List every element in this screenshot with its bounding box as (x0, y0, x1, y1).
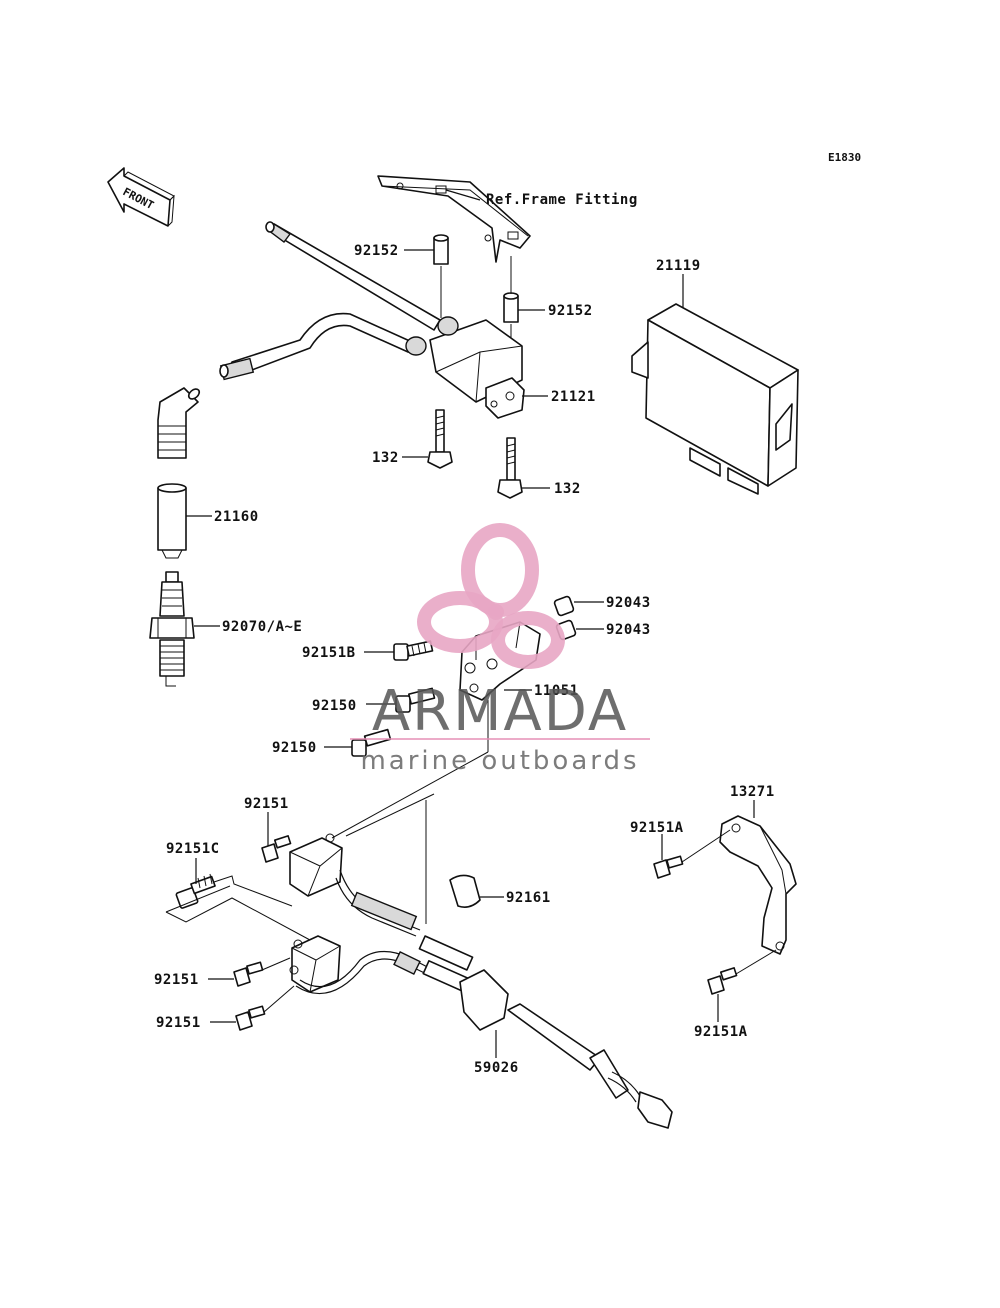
pickup-coil-block-upper (289, 833, 343, 897)
bolt-92150-top (395, 687, 436, 713)
label-92151C: 92151C (166, 841, 220, 857)
bolt-92151A-bottom (707, 967, 738, 995)
stud-92151C (175, 873, 216, 909)
label-92152-lower: 92152 (548, 303, 593, 319)
ref-frame-note: Ref.Frame Fitting (486, 192, 638, 208)
cover-13271 (719, 815, 797, 955)
bolt-92151A-top (653, 855, 684, 879)
plug-cap-boot (157, 387, 201, 459)
label-21160: 21160 (214, 509, 259, 525)
label-21121: 21121 (551, 389, 596, 405)
front-arrow-icon: FRONT (107, 167, 175, 227)
screw-92151-mid (233, 961, 264, 987)
ignition-lead-lower (219, 312, 413, 381)
label-132-right: 132 (554, 481, 581, 497)
label-92043-top: 92043 (606, 595, 651, 611)
spacer-92152-lower (503, 292, 519, 323)
label-92150-top: 92150 (312, 698, 357, 714)
spacer-92152-upper (433, 234, 449, 265)
leader-ref-frame (445, 189, 481, 201)
ignition-coil (405, 316, 525, 419)
watermark-brand: ARMADA (372, 679, 628, 744)
label-92150-bottom: 92150 (272, 740, 317, 756)
bolt-132-right (497, 437, 523, 499)
label-13271: 13271 (730, 784, 775, 800)
grommet-92161 (449, 874, 481, 908)
pickup-coil-block-lower (289, 935, 341, 993)
label-92151-bottom: 92151 (156, 1015, 201, 1031)
label-59026: 59026 (474, 1060, 519, 1076)
screw-92151-bottom (235, 1005, 266, 1031)
collar-92043-top (553, 595, 575, 617)
label-92151A-bottom: 92151A (694, 1024, 748, 1040)
ignition-lead-upper (265, 221, 441, 331)
watermark-tagline: marine outboards (360, 746, 639, 776)
label-92151B: 92151B (302, 645, 356, 661)
label-92070: 92070/A~E (222, 619, 302, 635)
diagram-code: E1830 (828, 151, 861, 164)
plug-cap-tube (157, 483, 187, 559)
frame-bracket (377, 175, 531, 263)
label-92161: 92161 (506, 890, 551, 906)
label-92151A-top: 92151A (630, 820, 684, 836)
bolt-92150-bottom (351, 728, 392, 757)
label-92151-top: 92151 (244, 796, 289, 812)
label-92151-mid: 92151 (154, 972, 199, 988)
bolt-132-left (427, 409, 453, 469)
label-92152-upper: 92152 (354, 243, 399, 259)
label-21119: 21119 (656, 258, 701, 274)
screw-92151-top (261, 835, 292, 863)
spark-plug (149, 571, 195, 687)
label-11051: 11051 (534, 683, 579, 699)
label-92043-bottom: 92043 (606, 622, 651, 638)
armada-logo-icon (417, 523, 565, 669)
wire-harness (295, 869, 673, 1129)
bolt-92151B (393, 640, 434, 661)
label-132-left: 132 (372, 450, 399, 466)
cdi-unit (631, 303, 799, 495)
